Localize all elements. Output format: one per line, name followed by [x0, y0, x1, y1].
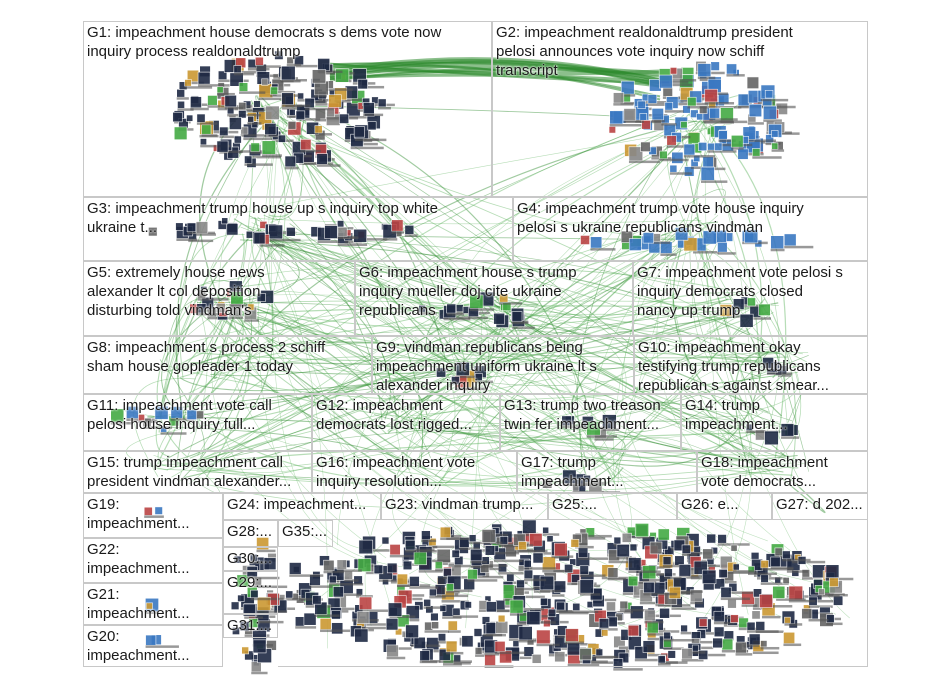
group-g22-label: G22: impeachment...: [87, 540, 219, 578]
group-g21-label: G21: impeachment...: [87, 585, 219, 623]
group-g25-label: G25:...: [552, 495, 673, 514]
group-g16-label: G16: impeachment vote inquiry resolution…: [316, 453, 513, 491]
group-g4: G4: impeachment trump vote house inquiry…: [513, 197, 868, 261]
group-g18-label: G18: impeachment vote democrats...: [701, 453, 864, 491]
user-node: [242, 647, 249, 654]
group-g2: G2: impeachment realdonaldtrump presiden…: [492, 21, 868, 197]
group-g30: G30:...: [223, 547, 278, 571]
group-g14: G14: trump impeachment...: [681, 394, 868, 451]
group-g18: G18: impeachment vote democrats...: [697, 451, 868, 493]
group-g15: G15: trump impeachment call president vi…: [83, 451, 312, 493]
group-g27-label: G27: d 202...: [776, 495, 864, 514]
group-g24: G24: impeachment...: [223, 493, 381, 520]
group-g17-label: G17: trump impeachment...: [521, 453, 693, 491]
group-g21: G21: impeachment...: [83, 583, 223, 625]
group-g20: G20: impeachment...: [83, 625, 223, 667]
group-g19: G19: impeachment...: [83, 493, 223, 538]
group-g13-label: G13: trump two treason twin fer impeachm…: [504, 396, 677, 434]
group-g28: G28:...: [223, 520, 278, 547]
group-g17: G17: trump impeachment...: [517, 451, 697, 493]
group-g8: G8: impeachment s process 2 schiff sham …: [83, 336, 372, 394]
node-label-mark: [251, 672, 267, 675]
group-g9-label: G9: vindman republicans being impeachmen…: [376, 338, 630, 394]
group-g7-label: G7: impeachment vote pelosi s inquiry de…: [637, 263, 864, 320]
group-g31-label: G31:...: [227, 616, 274, 635]
group-g12: G12: impeachment democrats lost rigged..…: [312, 394, 500, 451]
group-g11: G11: impeachment vote call pelosi house …: [83, 394, 312, 451]
group-g22: G22: impeachment...: [83, 538, 223, 583]
group-g3-label: G3: impeachment trump house up s inquiry…: [87, 199, 509, 237]
group-g19-label: G19: impeachment...: [87, 495, 219, 533]
node-label-mark: [613, 668, 642, 671]
group-g13: G13: trump two treason twin fer impeachm…: [500, 394, 681, 451]
group-g26-label: G26: e...: [681, 495, 768, 514]
group-g16: G16: impeachment vote inquiry resolution…: [312, 451, 517, 493]
group-g3: G3: impeachment trump house up s inquiry…: [83, 197, 513, 261]
group-g23-label: G23: vindman trump...: [385, 495, 544, 514]
group-g31: G31:...: [223, 614, 278, 638]
group-g1: G1: impeachment house democrats s dems v…: [83, 21, 492, 197]
group-g29: G29:...: [223, 571, 278, 614]
group-g6: G6: impeachment house s trump inquiry mu…: [355, 261, 633, 336]
group-g30-label: G30:...: [227, 549, 274, 568]
group-g10-label: G10: impeachment okay testifying trump r…: [638, 338, 864, 394]
group-g2-label: G2: impeachment realdonaldtrump presiden…: [496, 23, 864, 80]
group-g24-label: G24: impeachment...: [227, 495, 377, 514]
group-g6-label: G6: impeachment house s trump inquiry mu…: [359, 263, 629, 320]
group-g27: G27: d 202...: [772, 493, 868, 520]
group-g12-label: G12: impeachment democrats lost rigged..…: [316, 396, 496, 434]
group-g5-label: G5: extremely house news alexander lt co…: [87, 263, 351, 320]
group-g29-label: G29:...: [227, 573, 274, 592]
group-g26: G26: e...: [677, 493, 772, 520]
group-g1-label: G1: impeachment house democrats s dems v…: [87, 23, 488, 61]
group-g7: G7: impeachment vote pelosi s inquiry de…: [633, 261, 868, 336]
group-g11-label: G11: impeachment vote call pelosi house …: [87, 396, 308, 434]
group-g23: G23: vindman trump...: [381, 493, 548, 520]
group-g25: G25:...: [548, 493, 677, 520]
group-misc-isolates: [278, 520, 868, 667]
group-g20-label: G20: impeachment...: [87, 627, 219, 665]
group-g14-label: G14: trump impeachment...: [685, 396, 864, 434]
group-g10: G10: impeachment okay testifying trump r…: [634, 336, 868, 394]
group-g5: G5: extremely house news alexander lt co…: [83, 261, 355, 336]
user-node: [251, 662, 261, 672]
group-g4-label: G4: impeachment trump vote house inquiry…: [517, 199, 864, 237]
group-g8-label: G8: impeachment s process 2 schiff sham …: [87, 338, 368, 376]
group-g9: G9: vindman republicans being impeachmen…: [372, 336, 634, 394]
group-g28-label: G28:...: [227, 522, 274, 541]
user-node: [253, 640, 266, 653]
group-g15-label: G15: trump impeachment call president vi…: [87, 453, 308, 491]
